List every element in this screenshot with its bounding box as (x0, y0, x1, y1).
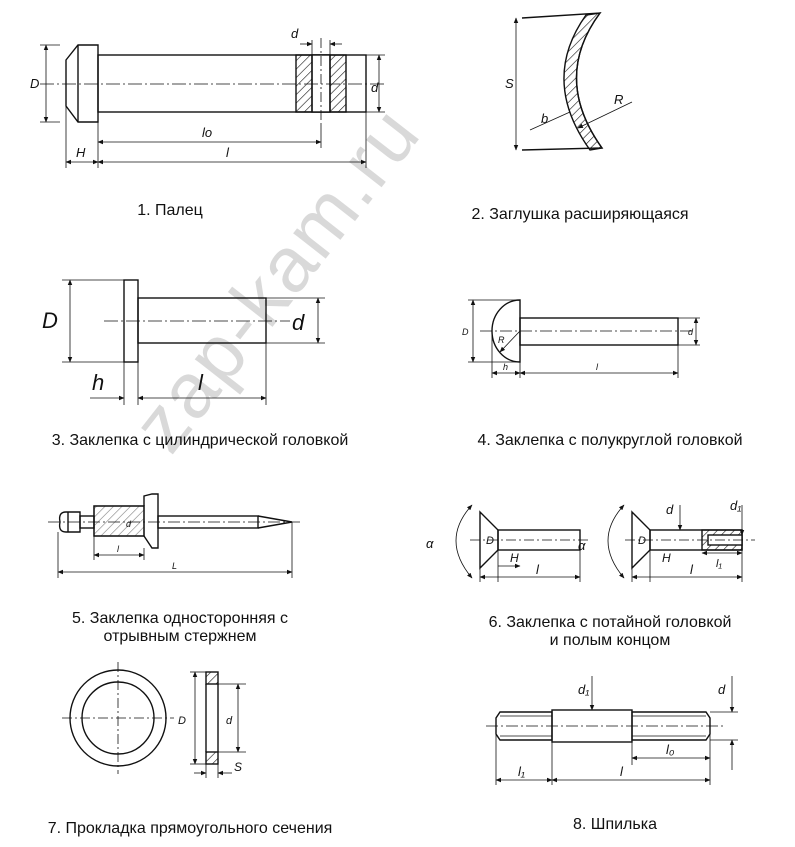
rivet6-label-H-2: H (662, 551, 671, 565)
rivet6-label-d1: d₁ (730, 498, 741, 513)
rivet6-label-alpha-2: α (578, 538, 586, 553)
caption-7: 7. Прокладка прямоугольного сечения (47, 820, 333, 837)
cylinder-rivet-drawing (62, 279, 325, 405)
caption-5-line1: 5. Заклепка односторонняя с (71, 610, 289, 627)
pin-drawing (40, 38, 385, 168)
pin-label-H: H (76, 145, 86, 160)
stud-label-d: d (718, 682, 726, 697)
pin-label-d: d (371, 80, 379, 95)
caption-6-line1: 6. Заклепка с потайной головкой (488, 614, 732, 631)
countersunk-rivet-drawing (455, 504, 755, 582)
caption-6-line2: и полым концом (549, 632, 671, 649)
caption-3: 3. Заклепка с цилиндрической головкой (51, 432, 349, 449)
rivet6-label-l: l (536, 562, 540, 577)
rivet6-label-H: H (510, 551, 519, 565)
rivet4-label-l: l (596, 362, 599, 372)
caption-2: 2. Заглушка расширяющаяся (471, 206, 689, 223)
stud-label-d1: d₁ (578, 682, 589, 697)
caption-1: 1. Палец (137, 202, 203, 219)
rivet3-label-d: d (292, 310, 305, 335)
rivet4-label-d: d (688, 327, 694, 337)
rivet6-label-D-2: D (638, 535, 646, 547)
gasket-label-d: d (226, 715, 233, 727)
caption-4: 4. Заклепка с полукруглой головкой (477, 432, 743, 449)
rivet6-label-D: D (486, 535, 494, 547)
rivet6-label-l1: l₁ (716, 558, 722, 570)
stud-drawing (486, 676, 738, 785)
caption-8: 8. Шпилька (573, 816, 657, 833)
rivet3-label-D: D (42, 308, 58, 333)
rivet6-label-l-2: l (690, 562, 694, 577)
rivet4-label-D: D (462, 327, 469, 337)
gasket-label-D: D (178, 715, 186, 727)
rivet5-label-d: d (126, 519, 132, 529)
stud-label-l: l (620, 764, 624, 779)
rivet6-label-alpha: α (426, 536, 434, 551)
pin-label-lo: lo (202, 125, 212, 140)
rivet5-label-L: L (172, 561, 177, 571)
plug-drawing (513, 12, 633, 151)
gasket-label-S: S (234, 760, 242, 774)
plug-label-b: b (541, 111, 548, 126)
stud-label-l1: l₁ (518, 764, 525, 779)
pin-label-D: D (30, 76, 39, 91)
rivet5-label-l: l (117, 544, 120, 554)
caption-5-line2: отрывным стержнем (103, 628, 257, 645)
blind-rivet-drawing (48, 493, 300, 578)
pin-label-d-hole: d (291, 26, 299, 41)
stud-label-lo: l₀ (666, 742, 675, 757)
pin-label-l: l (226, 145, 230, 160)
rivet4-label-R: R (498, 335, 505, 345)
gasket-drawing (62, 662, 246, 778)
round-head-rivet-drawing (468, 299, 700, 378)
plug-label-R: R (614, 92, 623, 107)
rivet6-label-d: d (666, 502, 674, 517)
rivet3-label-l: l (198, 370, 204, 395)
rivet4-label-h: h (503, 362, 508, 372)
rivet3-label-h: h (92, 370, 104, 395)
plug-label-S: S (505, 76, 514, 91)
